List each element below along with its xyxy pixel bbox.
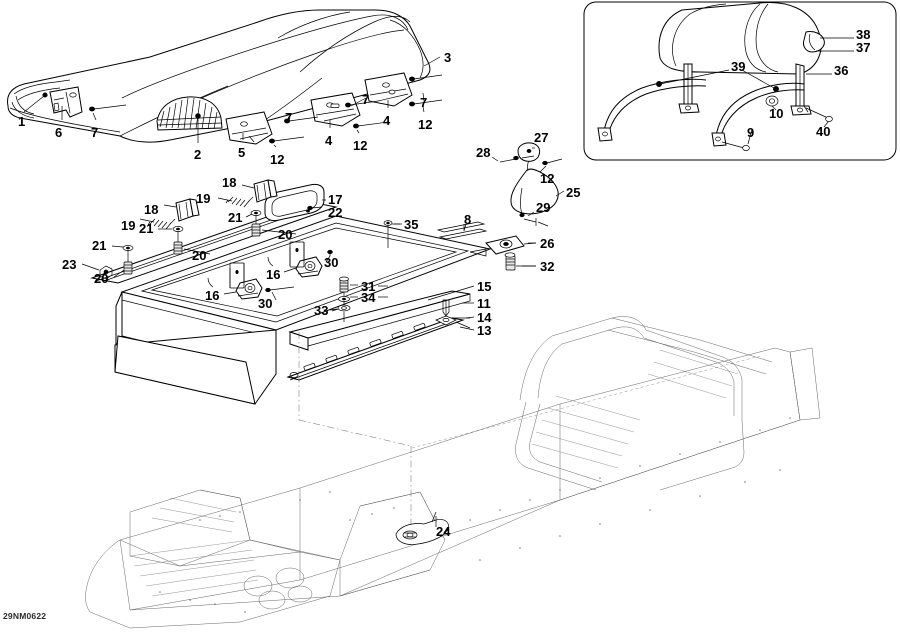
callout-10: 10 [769, 106, 784, 121]
callout-21a: 21 [92, 238, 107, 253]
callout-9: 9 [747, 125, 755, 140]
leader-lines-base [81, 147, 565, 331]
fastener-part-28 [491, 155, 519, 163]
mount-part-24 [395, 511, 449, 545]
bracket-part-4-rear [364, 72, 413, 107]
callout-4b: 4 [383, 113, 391, 128]
callout-3: 3 [444, 50, 452, 65]
callout-1: 1 [18, 114, 26, 129]
callout-32: 32 [540, 259, 555, 274]
fastener-part-12-tether [542, 158, 563, 166]
callout-23: 23 [62, 257, 77, 272]
callout-7c: 7 [362, 92, 370, 107]
callout-19a: 19 [121, 218, 136, 233]
callout-12b: 12 [353, 138, 368, 153]
callout-29: 29 [536, 200, 551, 215]
callout-18a: 18 [144, 202, 159, 217]
callout-28: 28 [476, 145, 491, 160]
callout-18b: 18 [222, 175, 237, 190]
callout-14: 14 [477, 310, 492, 325]
callout-16a: 16 [205, 288, 220, 303]
callout-2: 2 [194, 147, 202, 162]
callout-25: 25 [566, 185, 581, 200]
callout-33: 33 [314, 303, 329, 318]
fastener-part-40 [803, 105, 833, 122]
fastener-part-35 [383, 220, 400, 248]
fastener-part-9 [721, 141, 750, 151]
bracket-part-26 [469, 235, 537, 257]
assembly-axis-lines [298, 332, 412, 530]
seat-pad-part-2 [156, 96, 223, 131]
callout-8: 8 [464, 212, 472, 227]
bracket-part-4-middle [310, 92, 361, 127]
fastener-stack-right [250, 210, 262, 237]
callout-20b: 20 [192, 248, 207, 263]
fastener-part-29 [519, 212, 549, 227]
callout-36: 36 [834, 63, 849, 78]
callout-19b: 19 [196, 191, 211, 206]
inset-panel [583, 1, 897, 161]
fastener-stack-left [99, 245, 134, 280]
hinge-part-18-right [253, 179, 278, 203]
callout-24: 24 [436, 524, 451, 539]
fastener-stack-middle [172, 226, 184, 255]
callout-30a: 30 [258, 296, 273, 311]
callout-13: 13 [477, 323, 492, 338]
callout-15: 15 [477, 279, 492, 294]
callout-22: 22 [328, 205, 343, 220]
bracket-part-5 [225, 111, 273, 145]
fastener-part-32 [504, 252, 536, 271]
callout-7a: 7 [91, 125, 99, 140]
chassis-assembly [85, 316, 821, 629]
striker-part-16-front [235, 278, 295, 300]
callout-37: 37 [856, 40, 871, 55]
callout-7d: 7 [420, 95, 428, 110]
callout-12d: 12 [540, 171, 555, 186]
callout-34: 34 [361, 290, 376, 305]
callout-39: 39 [731, 59, 746, 74]
callout-27: 27 [534, 130, 549, 145]
callout-12a: 12 [270, 152, 285, 167]
callout-20a: 20 [94, 271, 109, 286]
callout-7b: 7 [285, 110, 293, 125]
clip-part-27 [517, 142, 541, 162]
callout-40: 40 [816, 124, 831, 139]
callout-5: 5 [238, 145, 246, 160]
leader-lines-seat [23, 56, 441, 148]
fastener-stack-31-34-33 [329, 276, 358, 322]
assembly-guide-lines [411, 355, 761, 449]
callout-31: 31 [361, 279, 376, 294]
callout-6: 6 [55, 125, 63, 140]
callout-38: 38 [856, 27, 871, 42]
hinge-part-18-left [175, 198, 200, 222]
callout-35: 35 [404, 217, 419, 232]
fastener-part-22 [307, 205, 323, 211]
shim-part-8 [436, 221, 488, 240]
callout-4a: 4 [325, 133, 333, 148]
striker-part-16-rear [295, 249, 333, 278]
callout-17: 17 [328, 192, 343, 207]
callout-20c: 20 [278, 227, 293, 242]
bushing-part-10 [765, 95, 779, 107]
callout-30b: 30 [324, 255, 339, 270]
spring-part-19-right [225, 196, 254, 208]
bracket-part-6 [49, 86, 83, 118]
fastener-part-14-13 [435, 299, 471, 329]
tether-part-25 [510, 159, 559, 215]
callout-26: 26 [540, 236, 555, 251]
callout-11: 11 [477, 296, 491, 311]
callout-12c: 12 [418, 117, 433, 132]
callout-21b: 21 [139, 221, 154, 236]
callout-16b: 16 [266, 267, 281, 282]
pan-ribs [207, 241, 305, 289]
callout-21c: 21 [228, 210, 243, 225]
drawing-number-watermark: 29NM0622 [3, 611, 47, 621]
fasteners-seat-brackets [89, 74, 443, 144]
